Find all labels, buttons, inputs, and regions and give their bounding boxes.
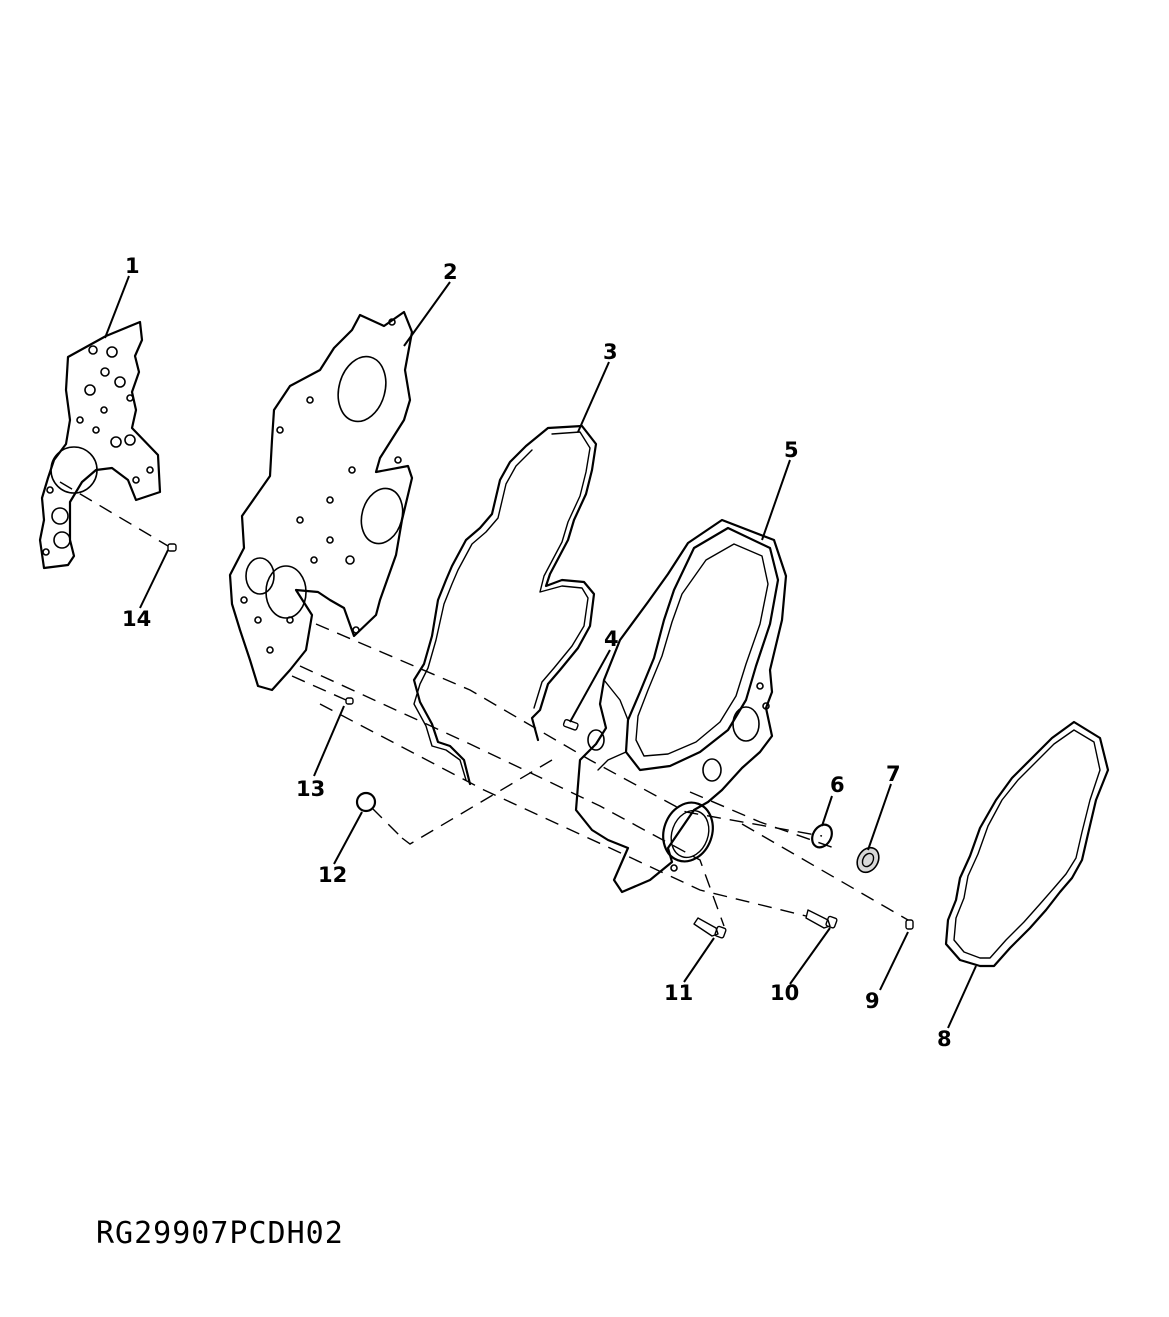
callout-5: 5: [784, 438, 799, 462]
callout-10: 10: [770, 981, 799, 1005]
part-6-o-ring: [811, 823, 833, 849]
callouts: 1 2 3 4 5 6 7 8 9 10 11 12 13 14: [122, 254, 952, 1051]
callout-8: 8: [937, 1027, 952, 1051]
part-8-gasket: [944, 720, 1110, 968]
part-1-plate: [38, 320, 162, 570]
part-3-gasket: [412, 424, 598, 786]
callout-3: 3: [603, 340, 618, 364]
callout-7: 7: [886, 762, 901, 786]
callout-14: 14: [122, 607, 151, 631]
callout-13: 13: [296, 777, 325, 801]
callout-2: 2: [443, 260, 458, 284]
callout-12: 12: [318, 863, 347, 887]
part-4-dowel: [562, 718, 579, 731]
callout-9: 9: [865, 989, 880, 1013]
part-9-bolt: [905, 919, 914, 930]
callout-11: 11: [664, 981, 693, 1005]
leader-lines: [104, 275, 977, 1029]
callout-1: 1: [125, 254, 140, 278]
part-5-timing-cover: [574, 518, 788, 894]
part-11-bolt: [693, 917, 727, 939]
part-13-pin: [345, 697, 354, 705]
part-12-plug: [355, 791, 377, 813]
part-10-bolt: [805, 909, 838, 929]
part-14-pin: [167, 543, 177, 552]
assembly-lines: [59, 481, 909, 927]
callout-6: 6: [830, 773, 845, 797]
part-7-seal: [856, 846, 880, 874]
callout-4: 4: [604, 627, 619, 651]
part-2-plate: [228, 310, 414, 692]
figure-id: RG29907PCDH02: [96, 1216, 344, 1251]
